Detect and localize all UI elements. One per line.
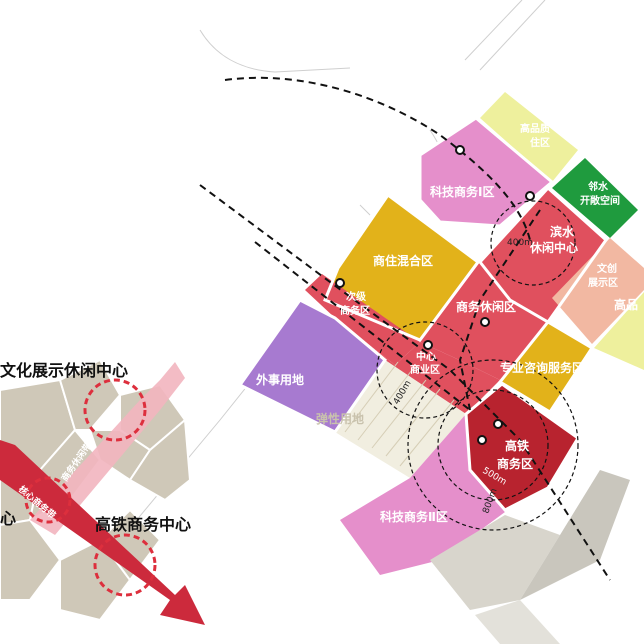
zone-labels: 科技商务Ⅰ区 高品质 住区 邻水 开敞空间 滨水 休闲中心 商住混合区 文创 展… (256, 122, 638, 524)
zone-ciji[interactable] (305, 274, 420, 365)
block-borders (237, 116, 608, 512)
zone-zhongxin[interactable] (335, 318, 500, 414)
zone-zhuanye[interactable] (500, 322, 592, 412)
overview-band-shangwu (30, 362, 185, 535)
label-binshui-2: 休闲中心 (529, 240, 578, 255)
zone-waishi[interactable] (240, 300, 385, 432)
radius-circles (376, 200, 579, 531)
zone-tanxing[interactable] (335, 360, 466, 478)
zone-linshui[interactable] (552, 158, 638, 238)
label-zhongxin-2: 商业区 (410, 363, 440, 376)
label-linshui-1: 邻水 (588, 180, 609, 193)
label-shangzhu: 商住混合区 (373, 253, 433, 268)
zone-gaotie[interactable] (466, 384, 578, 510)
label-binshui-1: 滨水 (550, 224, 575, 239)
overview-label-top: 文化展示休闲中心 (0, 361, 128, 380)
label-zhuanye: 专业咨询服务区 (500, 360, 584, 375)
tanxing-hatch (344, 361, 455, 467)
label-keji-top: 科技商务Ⅰ区 (430, 184, 494, 199)
rail-lines (199, 76, 611, 581)
label-waishi: 外事用地 (256, 372, 304, 387)
zone-wenchuang[interactable] (552, 238, 644, 344)
label-linshui-2: 开敞空间 (580, 194, 620, 207)
overview-band-core (0, 440, 205, 625)
label-keji-bottom: 科技商务Ⅱ区 (380, 509, 448, 524)
label-gaotie-2: 商务区 (497, 456, 533, 471)
label-wenchuang-2: 展示区 (588, 277, 618, 289)
zone-gaopin-top[interactable] (480, 92, 578, 182)
label-gaotie-1: 高铁 (505, 438, 529, 453)
overview-circles (24, 378, 157, 597)
label-tanxing: 弹性用地 (316, 411, 364, 426)
station-block-3 (475, 600, 560, 644)
label-gaopin-top-1: 高品质 (520, 122, 550, 135)
overview-inset: 文化展示休闲中心 高铁商务中心 心 商务休闲带 核心商务带 (0, 358, 205, 625)
label-ciji-2: 商务区 (340, 304, 370, 317)
label-ciji-1: 次级 (346, 290, 367, 303)
zone-blocks (240, 92, 644, 644)
zone-gaopin-right[interactable] (594, 292, 644, 370)
label-shangwu-xiuxian: 商务休闲区 (456, 299, 516, 314)
zone-binshui[interactable] (480, 188, 606, 322)
zone-keji-bottom[interactable] (340, 414, 505, 575)
label-gaopin-top-2: 住区 (530, 136, 550, 149)
label-r400-top: 400m (507, 238, 533, 248)
station-block-2 (520, 470, 630, 600)
station-dots (335, 145, 535, 445)
overview-label-bottom: 高铁商务中心 (95, 515, 191, 534)
station-block-1 (430, 515, 560, 610)
label-zhongxin-1: 中心 (416, 350, 436, 363)
overview-label-left: 心 (0, 509, 16, 528)
label-gaopin-right: 高品 (614, 297, 638, 312)
label-wenchuang-1: 文创 (597, 262, 617, 275)
